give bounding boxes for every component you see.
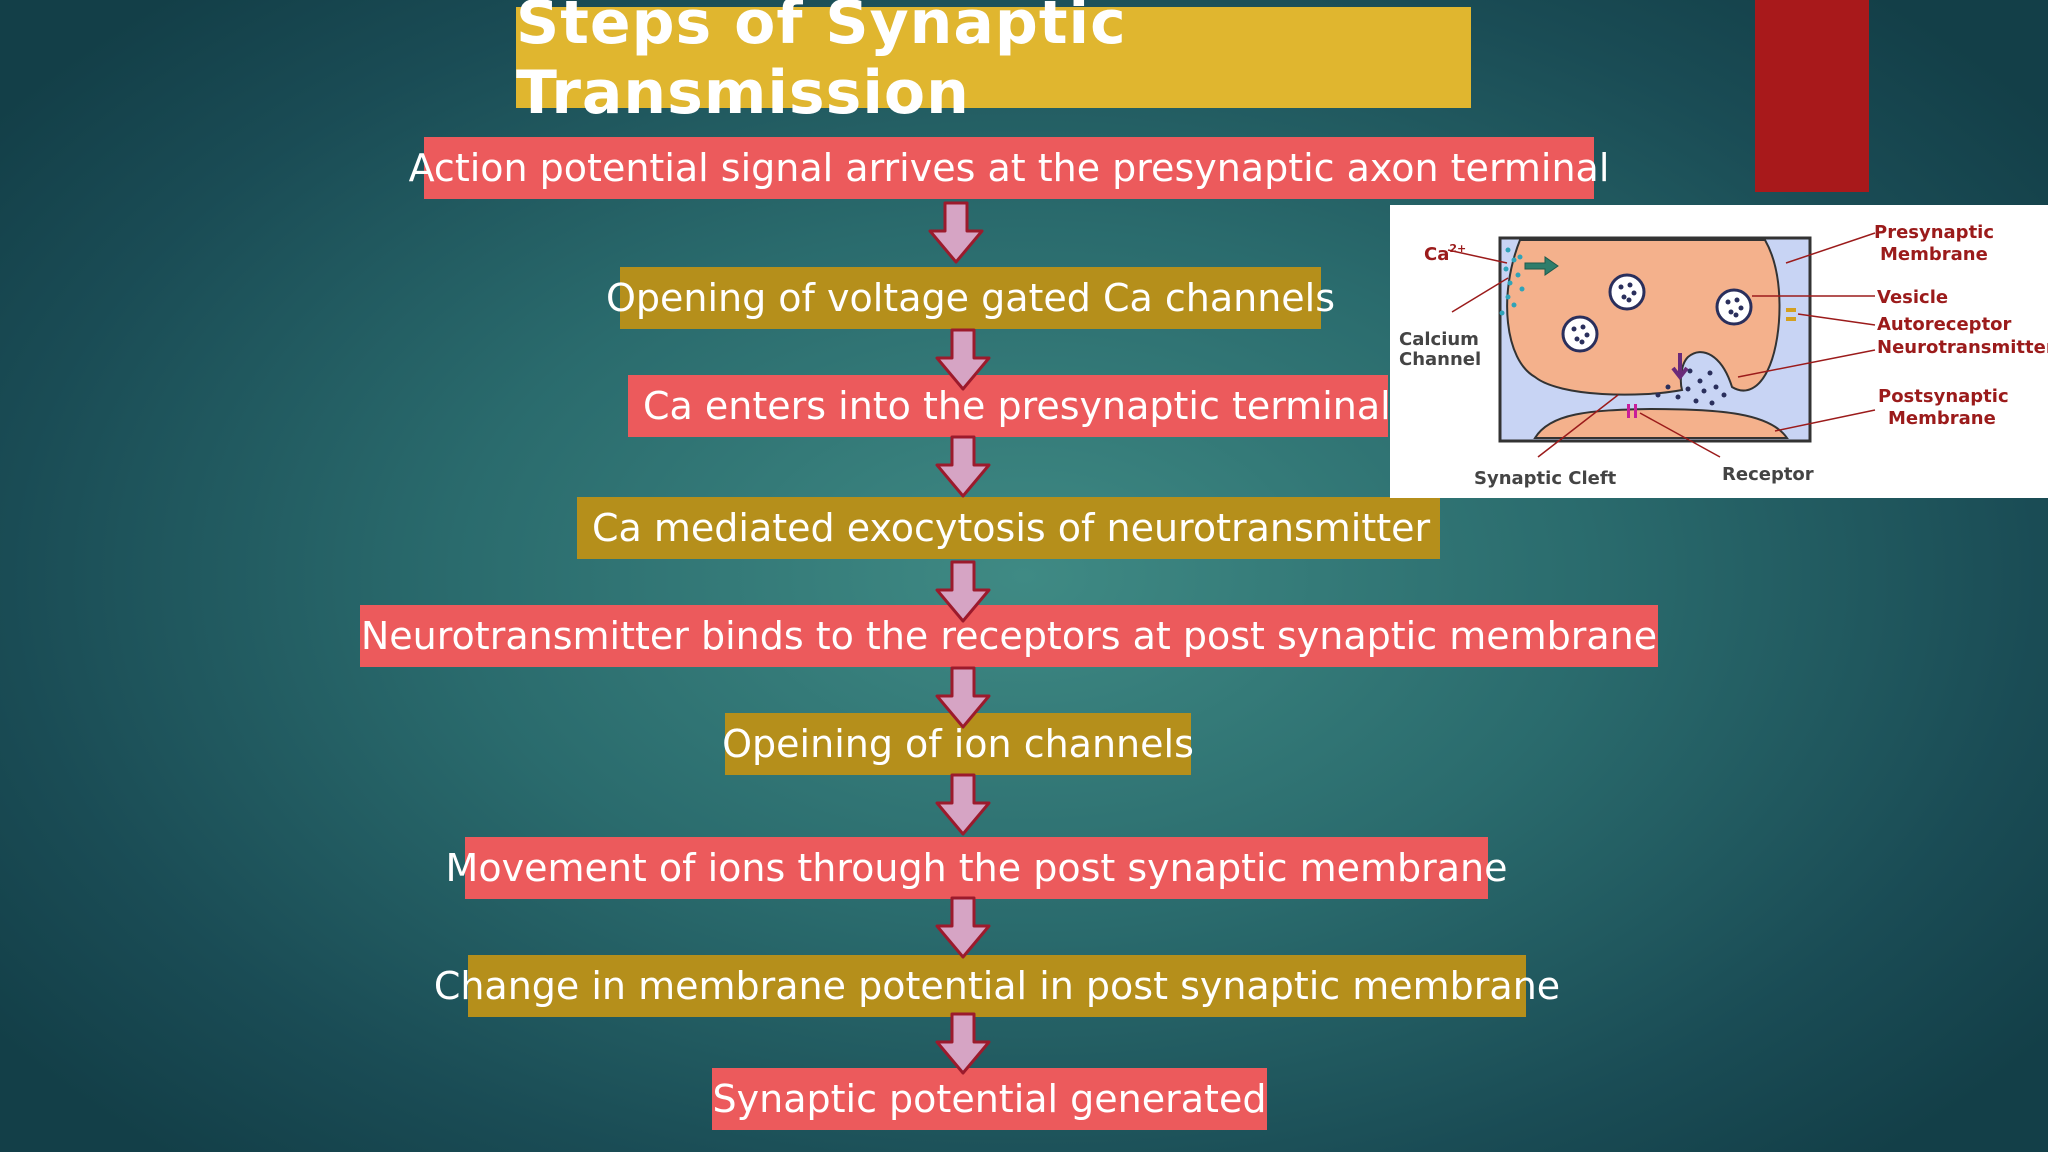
step-3-box: Ca enters into the presynaptic terminal xyxy=(628,375,1391,437)
label-presynaptic-2: Membrane xyxy=(1880,244,1988,265)
label-receptor: Receptor xyxy=(1722,464,1814,485)
synapse-illustration: Ca2+ Calcium Channel Presynaptic Membran… xyxy=(1399,222,2048,489)
down-arrow-icon xyxy=(935,328,991,391)
down-arrow-icon xyxy=(935,896,991,959)
postsynaptic-membrane xyxy=(1533,407,1789,439)
synapse-diagram: Ca2+ Calcium Channel Presynaptic Membran… xyxy=(1390,205,2048,498)
step-5-box: Neurotransmitter binds to the receptors … xyxy=(360,605,1658,667)
label-calcium-channel: Calcium xyxy=(1399,329,1479,350)
down-arrow-icon xyxy=(928,201,984,264)
step-7-box: Movement of ions through the post synapt… xyxy=(446,837,1507,899)
label-postsynaptic-2: Membrane xyxy=(1888,408,1996,429)
step-9-box: Synaptic potential generated xyxy=(712,1068,1267,1130)
label-neurotransmitter: Neurotransmitter xyxy=(1877,337,2048,358)
down-arrow-icon xyxy=(935,435,991,498)
receptor-icon xyxy=(1627,404,1637,418)
down-arrow-icon xyxy=(935,666,991,729)
vesicle-icon xyxy=(1715,288,1753,326)
label-synaptic-cleft: Synaptic Cleft xyxy=(1474,468,1617,489)
label-calcium-channel-2: Channel xyxy=(1399,349,1481,370)
label-postsynaptic: Postsynaptic xyxy=(1878,386,2009,407)
down-arrow-icon xyxy=(935,773,991,836)
calcium-channel-arrow-icon xyxy=(1524,256,1559,276)
accent-bar xyxy=(1755,0,1869,192)
calcium-ions xyxy=(1499,247,1525,316)
step-1-box: Action potential signal arrives at the p… xyxy=(409,137,1609,199)
presynaptic-terminal xyxy=(1506,239,1781,396)
slide-title: Steps of Synaptic Transmission xyxy=(516,0,1471,128)
label-ca: Ca2+ xyxy=(1424,242,1466,265)
step-4-box: Ca mediated exocytosis of neurotransmitt… xyxy=(577,497,1440,559)
label-autoreceptor: Autoreceptor xyxy=(1877,314,2012,335)
vesicle-icon xyxy=(1608,273,1646,311)
vesicle-icon xyxy=(1561,315,1599,353)
down-arrow-icon xyxy=(935,1012,991,1075)
neurotransmitter-dots xyxy=(1655,368,1727,406)
step-8-box: Change in membrane potential in post syn… xyxy=(434,955,1560,1017)
label-vesicle: Vesicle xyxy=(1877,287,1948,308)
autoreceptor-icon xyxy=(1786,308,1796,321)
label-presynaptic: Presynaptic xyxy=(1874,222,1994,243)
down-arrow-icon xyxy=(935,560,991,623)
step-2-box: Opening of voltage gated Ca channels xyxy=(606,267,1335,329)
exocytosis-arrow-icon xyxy=(1671,353,1689,381)
